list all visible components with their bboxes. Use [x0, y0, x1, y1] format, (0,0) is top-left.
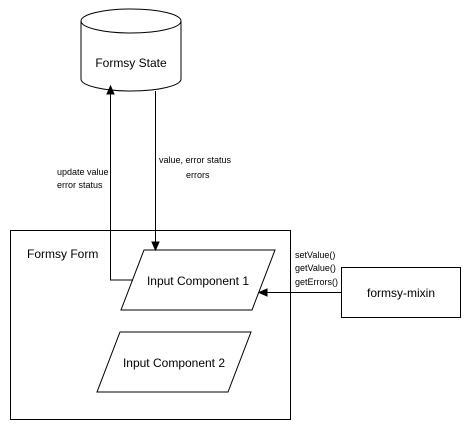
update-edge-label-line-1: update value — [57, 167, 109, 177]
value-edge-arrowhead — [151, 241, 160, 252]
formsy-state-cylinder — [80, 21, 182, 92]
input-component-1-label: Input Component 1 — [147, 274, 249, 288]
formsy-form-label: Formsy Form — [27, 247, 98, 261]
update-edge-label-line-2: error status — [57, 180, 103, 190]
formsy-state-label: Formsy State — [95, 56, 167, 70]
formsy-mixin-node[interactable]: formsy-mixin — [341, 267, 461, 318]
mixin-edge-label-line-1: setValue() — [295, 250, 335, 260]
input-component-1-shape — [120, 249, 276, 311]
update-edge: update value error status — [57, 84, 133, 281]
input-component-2-label: Input Component 2 — [123, 356, 225, 370]
formsy-state-cylinder-top — [80, 8, 182, 34]
input-component-1-node[interactable]: Input Component 1 — [120, 249, 276, 311]
mixin-edge-label-line-2: getValue() — [295, 263, 336, 273]
value-edge-label-line-2: errors — [186, 170, 210, 180]
update-edge-arrowhead — [106, 84, 115, 95]
formsy-state-node[interactable]: Formsy State — [80, 8, 182, 92]
formsy-mixin-box — [341, 267, 461, 318]
input-component-2-node[interactable]: Input Component 2 — [96, 331, 252, 393]
update-edge-line — [110, 93, 133, 281]
value-edge-label-line-1: value, error status — [159, 155, 232, 165]
input-component-2-shape — [96, 331, 252, 393]
mixin-edge: setValue() getValue() getErrors() — [257, 250, 341, 297]
mixin-edge-arrowhead — [257, 288, 268, 297]
mixin-edge-label-line-3: getErrors() — [295, 277, 338, 287]
formsy-mixin-label: formsy-mixin — [367, 286, 435, 300]
value-edge: value, error status errors — [151, 91, 232, 252]
